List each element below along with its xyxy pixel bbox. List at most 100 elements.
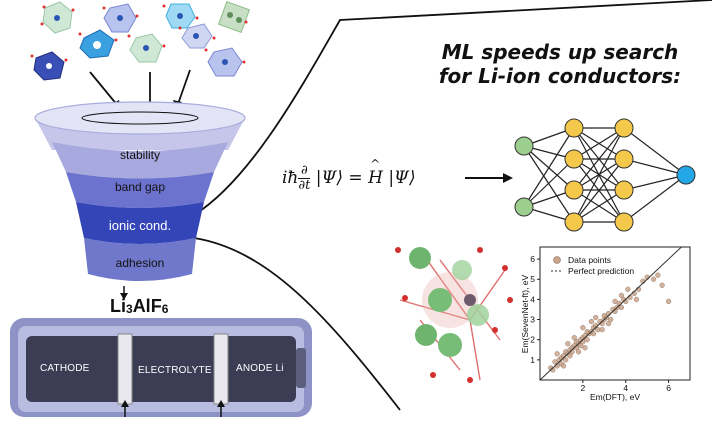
separator-left (117, 333, 133, 405)
data-point (575, 349, 582, 355)
nn-node-layer-1 (564, 118, 584, 138)
formula-sub-3: 3 (126, 302, 133, 316)
funnel-label-stability: stability (119, 148, 160, 162)
frame-lower-curve (193, 237, 401, 411)
y-tick-label: 3 (530, 315, 535, 325)
battery-label-cathode: CATHODE (40, 363, 90, 374)
nn-node-layer-2 (614, 149, 634, 169)
crystal-icon-6 (129, 33, 163, 63)
data-point (565, 341, 571, 347)
data-point (552, 359, 558, 365)
crystal-icon-8 (33, 51, 65, 81)
oxygen-dots (30, 4, 248, 64)
chart-legend: Data points Perfect prediction (551, 255, 634, 276)
nn-node-layer-1 (564, 180, 584, 200)
nn-edge (623, 174, 687, 191)
y-tick-label: 4 (530, 294, 535, 304)
separator-right (213, 333, 229, 405)
data-point (584, 337, 590, 343)
nn-node-layer-0 (514, 197, 534, 217)
crystal-structure-icons (30, 0, 251, 81)
crystal-model-icon (395, 247, 513, 383)
data-point (571, 335, 577, 341)
equation-numerator: ∂ (301, 163, 308, 178)
nn-edge (623, 127, 687, 176)
x-tick-label: 6 (666, 383, 671, 393)
nn-node-layer-2 (614, 180, 634, 200)
nn-edge (523, 145, 575, 223)
schrodinger-equation: iħ∂∂t |Ψ⟩ = H |Ψ⟩ (282, 164, 416, 193)
formula-li: Li (110, 296, 126, 316)
nn-edge (523, 158, 575, 208)
data-point (582, 345, 588, 351)
data-point (599, 326, 605, 333)
output-arrowhead (120, 293, 128, 300)
data-point (554, 351, 560, 357)
result-formula: Li3AlF6 (110, 296, 168, 317)
chart-ylabel: Em(SevenNet-ft), eV (520, 274, 530, 353)
nn-edge (573, 127, 625, 191)
funnel-label-band-gap: band gap (114, 180, 166, 194)
data-point (618, 292, 625, 299)
funnel-level-stability (52, 142, 228, 179)
nn-edge (623, 158, 687, 176)
nn-node-layer-2 (614, 212, 634, 232)
equation-hamiltonian: H (368, 168, 383, 188)
headline: ML speeds up search for Li-ion conductor… (410, 40, 710, 88)
data-point (650, 276, 657, 282)
data-point (580, 324, 586, 331)
x-tick-label: 2 (580, 383, 585, 393)
formula-sub-6: 6 (161, 302, 169, 316)
funnel-level-ionic (76, 202, 204, 244)
crystal-icon-5 (79, 29, 115, 59)
data-point (605, 320, 612, 327)
nn-edge (573, 189, 625, 223)
data-point (618, 304, 625, 311)
nn-edge (523, 127, 575, 208)
equation-fraction: ∂∂t (298, 163, 311, 193)
funnel-label-adhesion: adhesion (115, 256, 165, 270)
legend-label-points: Data points (568, 255, 611, 265)
nn-node-layer-1 (564, 149, 584, 169)
legend-marker-points (553, 256, 561, 264)
headline-line-2: for Li-ion conductors: (438, 64, 682, 88)
funnel (34, 101, 246, 281)
equation-denominator: ∂t (298, 178, 311, 193)
funnel-level-band-gap (66, 172, 214, 208)
crystal-icon-7 (181, 23, 213, 49)
nn-edge (623, 174, 687, 223)
equation-right-ket: |Ψ⟩ (388, 168, 416, 188)
battery (10, 318, 312, 417)
battery-label-anode: ANODE Li (236, 363, 284, 374)
y-tick-label: 6 (530, 254, 535, 264)
y-tick-label: 5 (530, 274, 535, 284)
battery-label-electrolyte: ELECTROLYTE (138, 365, 212, 376)
data-point (665, 298, 672, 305)
nn-node-layer-2 (614, 118, 634, 138)
data-point (612, 298, 618, 305)
nn-node-layer-1 (564, 212, 584, 232)
crystal-icon-9 (207, 47, 243, 77)
legend-label-line: Perfect prediction (568, 266, 634, 276)
data-point (590, 331, 597, 337)
neural-network-icon (514, 118, 696, 232)
data-point (659, 282, 665, 288)
nn-edge (573, 127, 625, 223)
crystal-icon-2 (103, 3, 137, 33)
formula-alf: AlF (132, 296, 162, 316)
funnel-inner-ring (81, 111, 199, 125)
y-tick-label: 2 (530, 335, 535, 345)
data-point (560, 363, 567, 369)
crystal-icon-3 (165, 3, 196, 29)
bottom-arrowhead-right (217, 400, 225, 407)
funnel-rim (34, 101, 246, 135)
data-point (593, 314, 599, 321)
x-tick-label: 4 (623, 383, 628, 393)
data-point (563, 357, 569, 363)
crystal-icon-4 (217, 0, 251, 34)
battery-terminal (296, 348, 306, 388)
data-point (588, 318, 595, 325)
data-point (625, 286, 631, 292)
y-tick-label: 1 (530, 355, 535, 365)
